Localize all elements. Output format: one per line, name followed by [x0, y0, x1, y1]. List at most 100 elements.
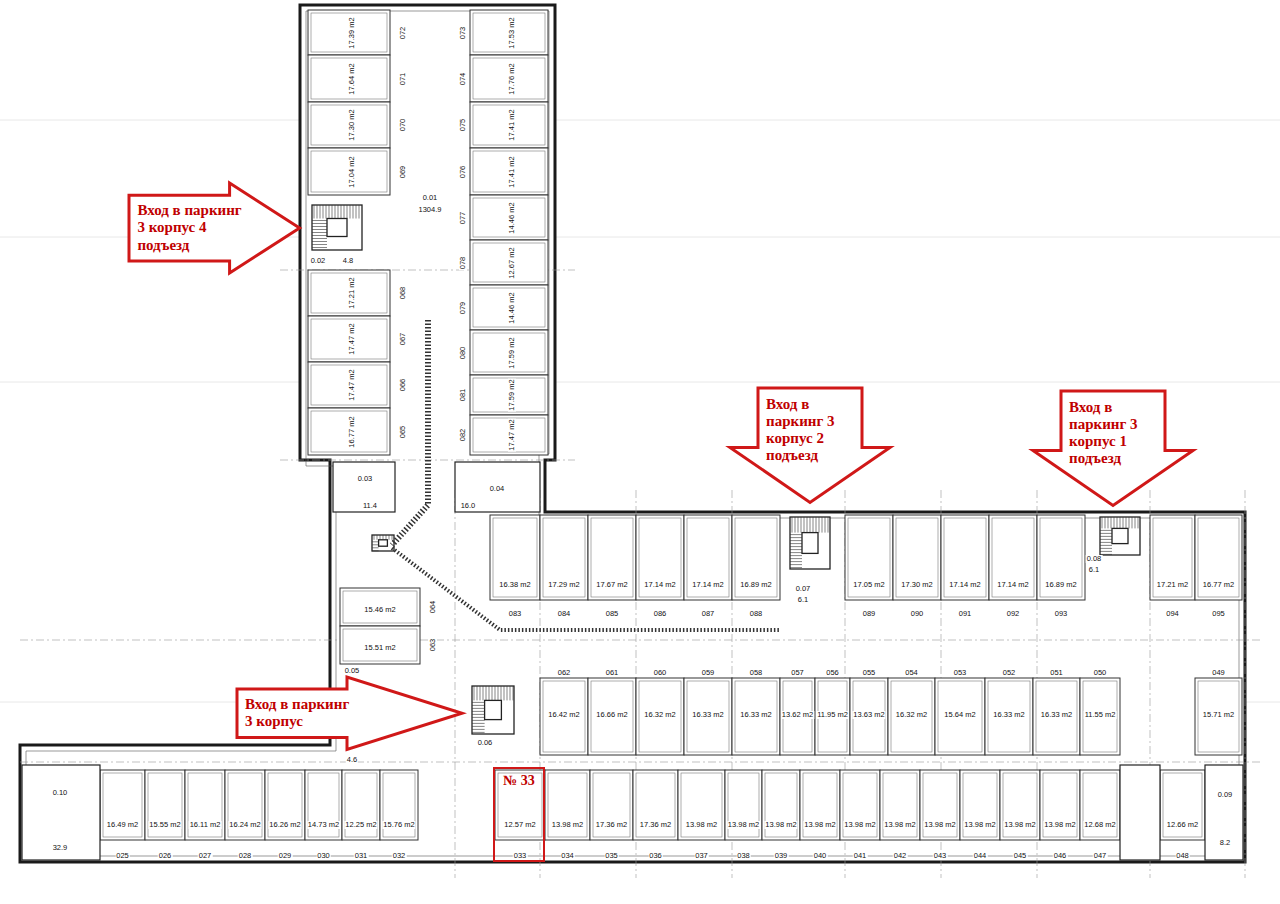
parking-space [308, 148, 390, 195]
building-outline [20, 5, 1245, 862]
label-anchor: 14.46 m2 [501, 201, 517, 234]
label-anchor: 16.24 m2 [228, 814, 261, 830]
space-area: 13.98 m2 [843, 821, 876, 829]
space-area: 17.21 m2 [1156, 581, 1189, 589]
space-number: 079 [459, 300, 467, 315]
label-anchor: 11.4 [362, 495, 378, 511]
label-anchor: 046 [1053, 845, 1068, 861]
label-anchor: 036 [648, 845, 663, 861]
space-number: 053 [953, 669, 968, 677]
label-anchor: 0.02 [310, 250, 327, 266]
label-anchor: 32.9 [52, 837, 69, 853]
space-number: 073 [459, 25, 467, 40]
space-area: 13.98 m2 [883, 821, 916, 829]
parking-space [1160, 770, 1205, 840]
label-anchor: 086 [653, 603, 668, 619]
space-number: 068 [399, 286, 407, 301]
label-anchor: 16.66 m2 [595, 704, 628, 720]
label-anchor: 1304.9 [418, 199, 443, 215]
label-anchor: 16.33 m2 [1040, 704, 1073, 720]
space-number: 054 [904, 669, 919, 677]
label-anchor: 17.30 m2 [900, 574, 933, 590]
space-area: 13.98 m2 [1003, 821, 1036, 829]
room-label: 1304.9 [418, 206, 443, 214]
space-number: 083 [508, 610, 523, 618]
parking-space [780, 678, 815, 755]
label-anchor: 16.89 m2 [1044, 574, 1077, 590]
space-number: 067 [399, 332, 407, 347]
parking-space [636, 515, 684, 600]
label-anchor: 092 [1006, 603, 1021, 619]
label-anchor: 028 [238, 845, 253, 861]
parking-space [678, 770, 725, 840]
space-number: 037 [694, 852, 709, 860]
parking-space [380, 770, 418, 840]
space-area: 17.76 m2 [508, 62, 516, 95]
space-area: 17.05 m2 [852, 581, 885, 589]
parking-space [470, 55, 548, 102]
space-number: 060 [653, 669, 668, 677]
space-area: 17.47 m2 [348, 368, 356, 401]
label-anchor: 0.08 [1086, 548, 1103, 564]
label-anchor: 17.47 m2 [341, 368, 357, 401]
highlight-box: № 33 [493, 767, 545, 862]
label-anchor: 073 [452, 25, 468, 40]
label-anchor: 15.51 m2 [363, 637, 396, 653]
room [455, 462, 540, 512]
room-label: 0.07 [795, 585, 812, 593]
room-label: 0.04 [489, 485, 506, 493]
space-area: 17.59 m2 [508, 378, 516, 411]
label-anchor: 0.07 [795, 578, 812, 594]
label-anchor: 0.06 [477, 732, 494, 748]
label-anchor: 0.03 [357, 468, 374, 484]
label-anchor: 17.76 m2 [501, 62, 517, 95]
label-anchor: 044 [973, 845, 988, 861]
parking-space [985, 678, 1033, 755]
space-area: 13.98 m2 [1043, 821, 1076, 829]
space-number: 045 [1013, 852, 1028, 860]
label-anchor: 079 [452, 300, 468, 315]
space-area: 12.57 m2 [503, 821, 536, 829]
label-anchor: 053 [953, 662, 968, 678]
label-anchor: 13.98 m2 [685, 814, 718, 830]
space-area: 16.33 m2 [739, 711, 772, 719]
space-number: 072 [399, 25, 407, 40]
space-area: 13.98 m2 [803, 821, 836, 829]
space-area: 17.41 m2 [508, 155, 516, 188]
space-number: 034 [560, 852, 575, 860]
room [333, 462, 395, 512]
room [1205, 765, 1243, 860]
stair-symbol [472, 686, 514, 734]
space-area: 14.73 m2 [307, 821, 340, 829]
parking-space [590, 770, 633, 840]
room-label: 0.10 [52, 789, 69, 797]
label-anchor: 17.41 m2 [501, 155, 517, 188]
label-anchor: 047 [1093, 845, 1108, 861]
space-area: 17.41 m2 [508, 108, 516, 141]
label-anchor: 16.32 m2 [643, 704, 676, 720]
space-area: 13.98 m2 [685, 821, 718, 829]
space-number: 094 [1165, 610, 1180, 618]
parking-space [588, 515, 636, 600]
parking-space [470, 195, 548, 240]
space-number: 046 [1053, 852, 1068, 860]
room-label: 6.1 [797, 596, 809, 604]
label-anchor: 095 [1211, 603, 1226, 619]
space-area: 16.11 m2 [189, 821, 222, 829]
entry-arrow: Вход в паркинг 3 корпус [237, 677, 462, 750]
parking-space [495, 770, 545, 840]
space-area: 13.98 m2 [923, 821, 956, 829]
space-area: 16.32 m2 [895, 711, 928, 719]
label-anchor: 17.29 m2 [547, 574, 580, 590]
room-label: 0.08 [1086, 555, 1103, 563]
space-area: 16.33 m2 [691, 711, 724, 719]
parking-space [893, 515, 941, 600]
parking-space [588, 678, 636, 755]
parking-space [941, 515, 989, 600]
room-label: 11.4 [362, 502, 378, 510]
room-label: 0.06 [477, 739, 494, 747]
space-number: 057 [790, 669, 805, 677]
label-anchor: 16.77 m2 [341, 415, 357, 448]
callout-text-box: Вход в паркинг 3 корпус 1 подъезд [1069, 399, 1157, 468]
parking-space [880, 770, 920, 840]
